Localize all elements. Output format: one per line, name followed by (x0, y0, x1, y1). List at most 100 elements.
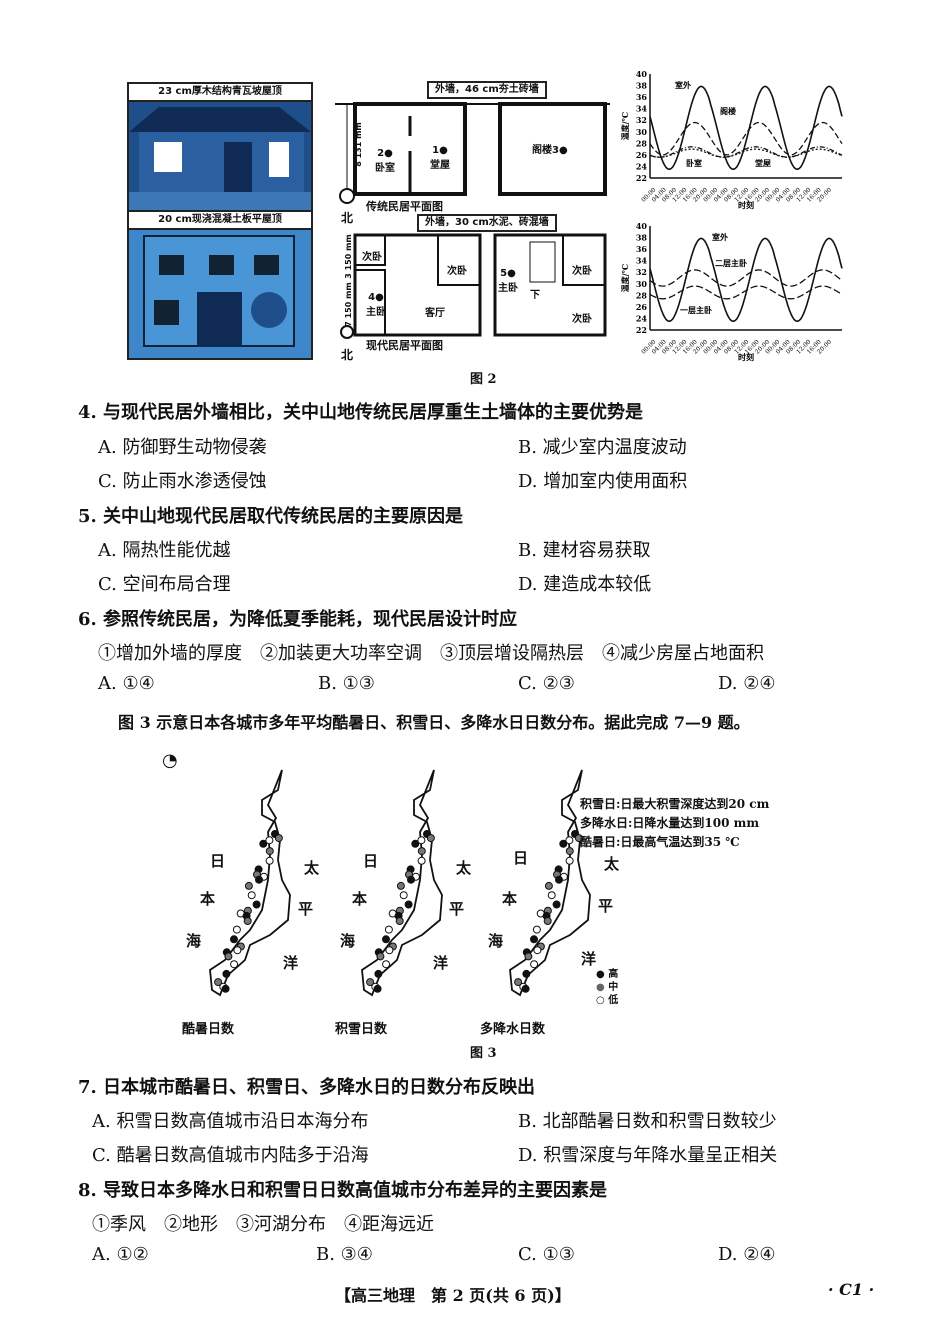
modern-floor-plan (340, 233, 607, 339)
modern-plan-title: 现代民居平面图 (366, 339, 443, 352)
city-dot (574, 834, 583, 843)
q6-items: ①增加外墙的厚度 ②加装更大功率空调 ③顶层增设隔热层 ④减少房屋占地面积 (98, 643, 764, 664)
series-line (649, 237, 843, 323)
ocean-label: 洋 (433, 954, 449, 972)
definitions: 积雪日:日最大积雪深度达到20 cm 多降水日:日降水量达到100 mm 酷暑日… (580, 795, 769, 852)
x-axis-title: 时刻 (738, 200, 754, 210)
city-dot (417, 856, 426, 865)
q6-option-d[interactable]: D. ②④ (718, 673, 776, 694)
city-dot (399, 891, 408, 900)
city-dot (552, 900, 561, 909)
series-line (649, 85, 843, 171)
q7-option-d[interactable]: D. 积雪深度与年降水量呈正相关 (518, 1145, 778, 1166)
city-dot (417, 836, 426, 845)
city-dot (565, 847, 574, 856)
legend: ● 高 ● 中 ○ 低 (596, 968, 618, 1007)
city-dot (530, 960, 539, 969)
city-dot (224, 952, 233, 961)
north-label: 北 (341, 211, 354, 225)
y-tick-label: 26 (636, 302, 648, 312)
y-tick-label: 36 (636, 244, 648, 254)
legend-mid: ● 中 (596, 982, 619, 993)
q6-stem: 6. 参照传统民居，为降低夏季能耗，现代民居设计时应 (78, 609, 518, 630)
y-tick-label: 32 (636, 267, 647, 277)
q5-option-b[interactable]: B. 建材容易获取 (518, 540, 651, 561)
city-dot (376, 952, 385, 961)
city-dot (230, 935, 238, 944)
room-secondary-2: 次卧 (447, 266, 467, 277)
q8-option-b[interactable]: B. ③④ (316, 1244, 373, 1265)
city-dot (382, 935, 390, 944)
ocean-label: 平 (298, 900, 314, 918)
city-dot (230, 960, 239, 969)
y-tick-label: 34 (636, 104, 648, 114)
modern-house-drawing (143, 235, 295, 347)
definition-rain: 多降水日:日降水量达到100 mm (580, 816, 760, 830)
traditional-floor-plan (335, 102, 610, 204)
city-dot (426, 834, 435, 843)
temperature-chart-modern: 4038363432302826242200:0004:0008:0012:00… (620, 221, 843, 362)
city-dot (407, 875, 415, 884)
city-dot (374, 969, 383, 978)
series-line (649, 269, 843, 287)
footer-page-info: 【高三地理 第 2 页(共 6 页)】 (335, 1286, 571, 1305)
city-dot (565, 856, 574, 865)
q8-items: ①季风 ②地形 ③河湖分布 ④距海远近 (92, 1214, 434, 1235)
city-dot (565, 836, 574, 845)
q7-option-c[interactable]: C. 酷暑日数高值城市内陆多于沿海 (92, 1145, 369, 1166)
footer-code: · C1 · (828, 1280, 875, 1299)
city-dot (274, 834, 283, 843)
modern-house-photo: 20 cm现浇混凝土板平屋顶 (127, 210, 313, 360)
q5-option-c[interactable]: C. 空间布局合理 (98, 574, 231, 595)
ocean-label: 洋 (283, 954, 299, 972)
q4-option-b[interactable]: B. 减少室内温度波动 (518, 437, 687, 458)
q5-option-d[interactable]: D. 建造成本较低 (518, 574, 652, 595)
city-dot (243, 917, 252, 925)
q7-option-a[interactable]: A. 积雪日数高值城市沿日本海分布 (92, 1111, 369, 1132)
room-1: 1● 堂屋 (430, 145, 450, 171)
x-axis-title: 时刻 (738, 352, 754, 362)
sea-label: 海 (186, 932, 202, 950)
trad-plan-title: 传统民居平面图 (366, 200, 443, 213)
sea-label: 本 (352, 890, 368, 908)
q4-option-a[interactable]: A. 防御野生动物侵袭 (98, 437, 267, 458)
q8-option-a[interactable]: A. ①② (92, 1244, 149, 1265)
city-dot (373, 984, 382, 993)
series-line (649, 146, 843, 158)
q7-stem: 7. 日本城市酷暑日、积雪日、多降水日的日数分布反映出 (78, 1077, 536, 1098)
y-axis-title: 温度/℃ (620, 111, 630, 140)
q6-option-c[interactable]: C. ②③ (518, 673, 575, 694)
q8-option-c[interactable]: C. ①③ (518, 1244, 575, 1265)
ocean-label: 平 (598, 897, 614, 915)
series-line (649, 121, 843, 156)
y-tick-label: 34 (636, 256, 648, 266)
q8-option-d[interactable]: D. ②④ (718, 1244, 776, 1265)
city-dot (404, 900, 413, 909)
q7-option-b[interactable]: B. 北部酷暑日数和积雪日数较少 (518, 1111, 777, 1132)
city-dot (255, 875, 263, 884)
q4-option-d[interactable]: D. 增加室内使用面积 (518, 471, 688, 492)
q6-option-b[interactable]: B. ①③ (318, 673, 375, 694)
q6-option-a[interactable]: A. ①④ (98, 673, 155, 694)
room-secondary-4: 次卧 (572, 314, 592, 325)
north-label-2: 北 (341, 348, 354, 362)
city-dot (555, 875, 563, 884)
q5-option-a[interactable]: A. 隔热性能优越 (98, 540, 231, 561)
room-4: 4● 主卧 (366, 292, 386, 318)
living-room: 客厅 (425, 308, 445, 319)
series-line (649, 285, 843, 300)
sea-label: 本 (200, 890, 216, 908)
city-dot (265, 836, 274, 845)
y-tick-label: 32 (636, 115, 647, 125)
traditional-house-drawing (129, 107, 311, 210)
city-dot (532, 925, 541, 934)
city-dot (533, 946, 542, 955)
city-dot (544, 881, 553, 890)
y-tick-label: 28 (636, 138, 648, 148)
figure3-intro: 图 3 示意日本各城市多年平均酷暑日、积雪日、多降水日日数分布。据此完成 7—9… (118, 713, 750, 732)
y-tick-label: 24 (636, 161, 648, 171)
sea-label: 日 (210, 852, 226, 870)
q4-option-c[interactable]: C. 防止雨水渗透侵蚀 (98, 471, 267, 492)
city-dot (382, 960, 391, 969)
series-label: 室外 (712, 232, 728, 242)
